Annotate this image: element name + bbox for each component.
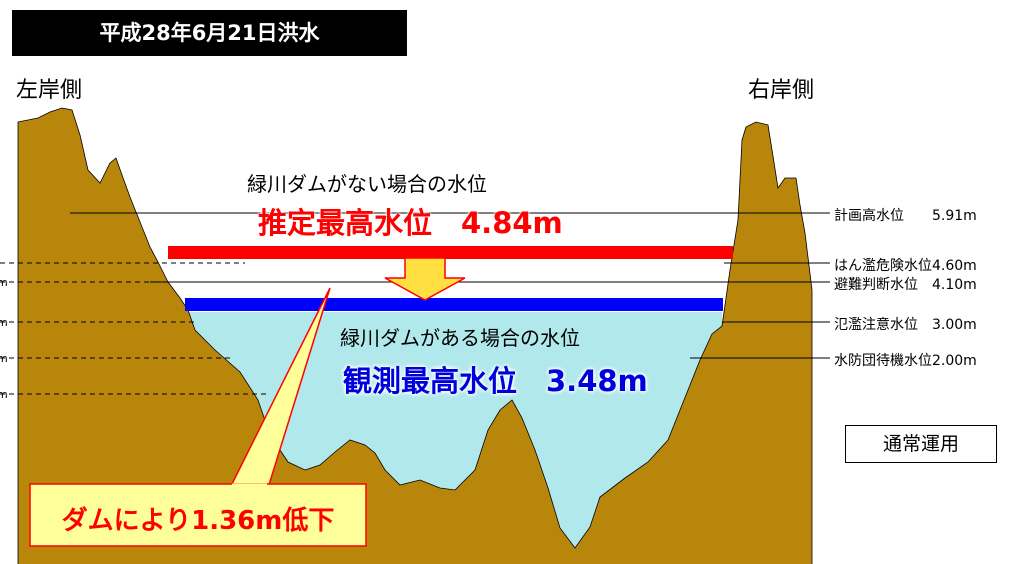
level-label-evacuation: 避難判断水位 4.10m bbox=[834, 277, 977, 293]
page-title: 平成28年6月21日洪水 bbox=[12, 10, 407, 56]
level-label-standby: 水防団待機水位2.00m bbox=[834, 353, 977, 369]
with-dam-caption: 緑川ダムがある場合の水位 bbox=[340, 326, 580, 350]
estimated-max-level: 推定最高水位 4.84m bbox=[258, 206, 563, 240]
left-bank-label: 左岸側 bbox=[16, 78, 83, 103]
right-bank-label: 右岸側 bbox=[748, 78, 815, 103]
reduction-callout: ダムにより1.36m低下 bbox=[61, 506, 335, 536]
svg-text:m: m bbox=[0, 276, 8, 289]
no-dam-caption: 緑川ダムがない場合の水位 bbox=[247, 172, 487, 196]
water-body bbox=[187, 312, 722, 548]
svg-text:m: m bbox=[0, 352, 8, 365]
terrain-left bbox=[17, 107, 813, 564]
observed-level-bar bbox=[185, 298, 723, 311]
level-label-danger: はん濫危険水位4.60m bbox=[834, 258, 977, 274]
level-label-planned: 計画高水位 5.91m bbox=[834, 208, 977, 224]
svg-text:m: m bbox=[0, 316, 8, 329]
level-label-caution: 氾濫注意水位 3.00m bbox=[834, 317, 977, 333]
operation-mode-label: 通常運用 bbox=[845, 425, 997, 463]
estimated-level-bar bbox=[168, 246, 733, 259]
observed-max-level: 観測最高水位 3.48m bbox=[343, 364, 648, 398]
svg-text:m: m bbox=[0, 388, 8, 401]
down-arrow-icon bbox=[384, 257, 466, 301]
callout-box bbox=[29, 483, 367, 547]
